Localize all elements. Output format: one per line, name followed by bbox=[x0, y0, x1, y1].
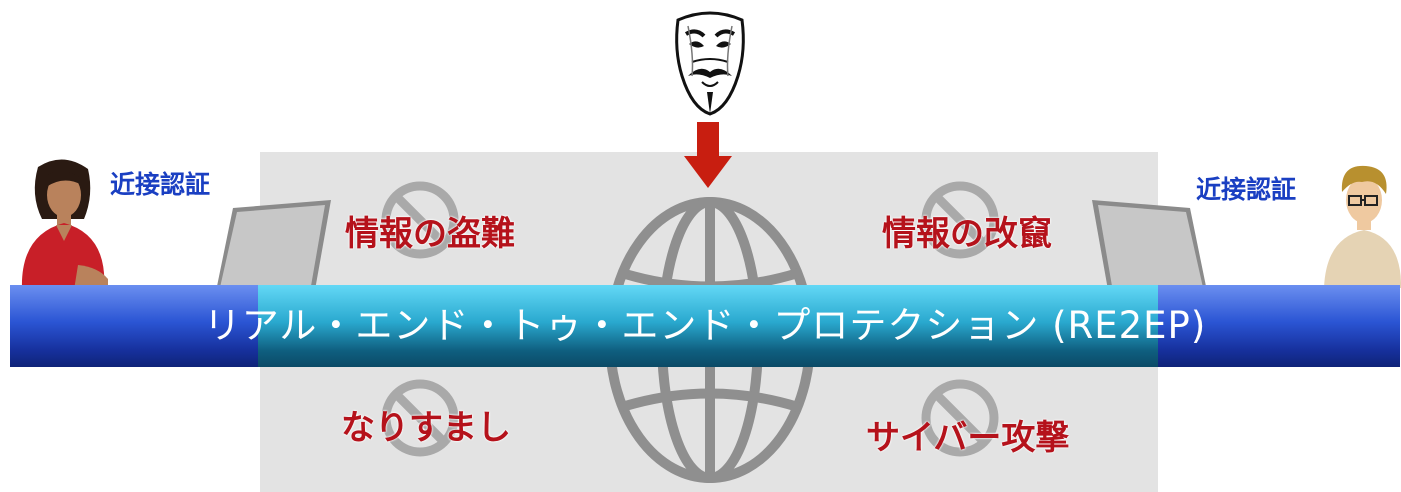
threat-label-spoofing: なりすまし bbox=[341, 408, 511, 448]
protection-band-highlight bbox=[258, 285, 1158, 367]
proximity-auth-label-left: 近接認証 bbox=[110, 170, 211, 199]
down-arrow-icon bbox=[684, 122, 732, 188]
proximity-auth-label-right: 近接認証 bbox=[1196, 175, 1297, 204]
prohibited-icon-bottom-right bbox=[921, 379, 999, 457]
protection-band-label: リアル・エンド・トゥ・エンド・プロテクション (RE2EP) bbox=[203, 304, 1207, 347]
threat-label-theft: 情報の盗難 bbox=[345, 214, 515, 254]
anonymous-mask-icon bbox=[675, 11, 745, 116]
threat-label-tampering: 情報の改竄 bbox=[882, 214, 1052, 254]
woman-avatar bbox=[21, 159, 108, 290]
prohibited-icon-bottom-left bbox=[381, 379, 459, 457]
prohibited-icon-top-left bbox=[381, 181, 459, 259]
prohibited-icon-top-right bbox=[921, 181, 999, 259]
man-avatar bbox=[1324, 165, 1401, 288]
threat-label-cyber-attack: サイバー攻撃 bbox=[866, 418, 1070, 458]
